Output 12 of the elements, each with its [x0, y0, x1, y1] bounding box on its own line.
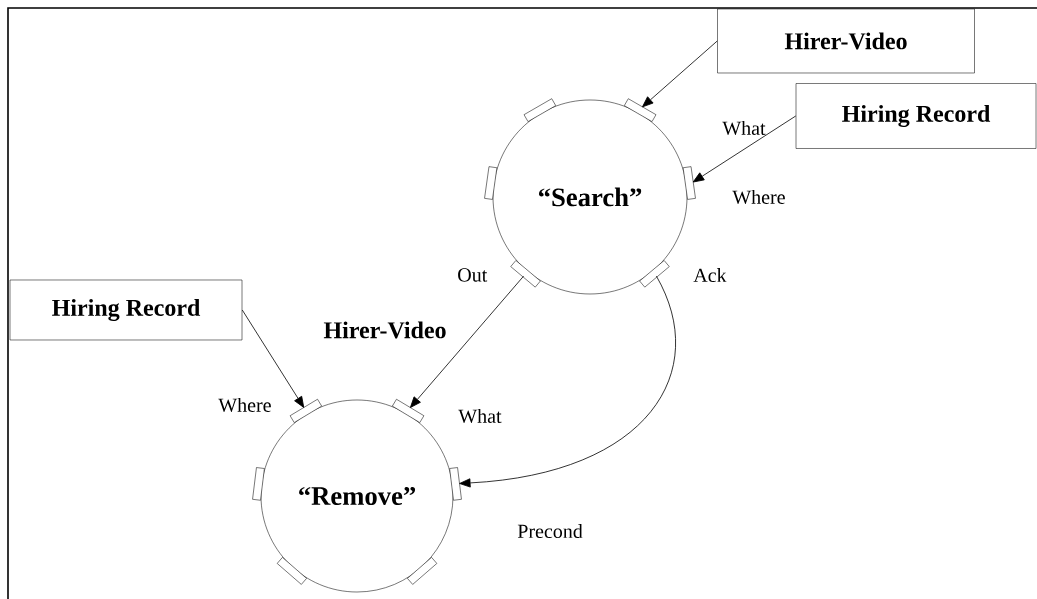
data-box: Hiring Record — [795, 83, 1037, 149]
arrow — [459, 275, 676, 488]
arrow — [642, 40, 718, 108]
edge-label: Hirer-Video — [322, 320, 448, 340]
port-label: What — [722, 120, 766, 136]
arrow — [410, 275, 525, 408]
data-box: Hiring Record — [9, 279, 243, 341]
data-box: Hirer-Video — [717, 8, 975, 74]
port-label: Precond — [517, 523, 583, 539]
arrow — [692, 115, 797, 183]
port-label: Where — [732, 189, 785, 205]
arrow — [241, 309, 305, 408]
